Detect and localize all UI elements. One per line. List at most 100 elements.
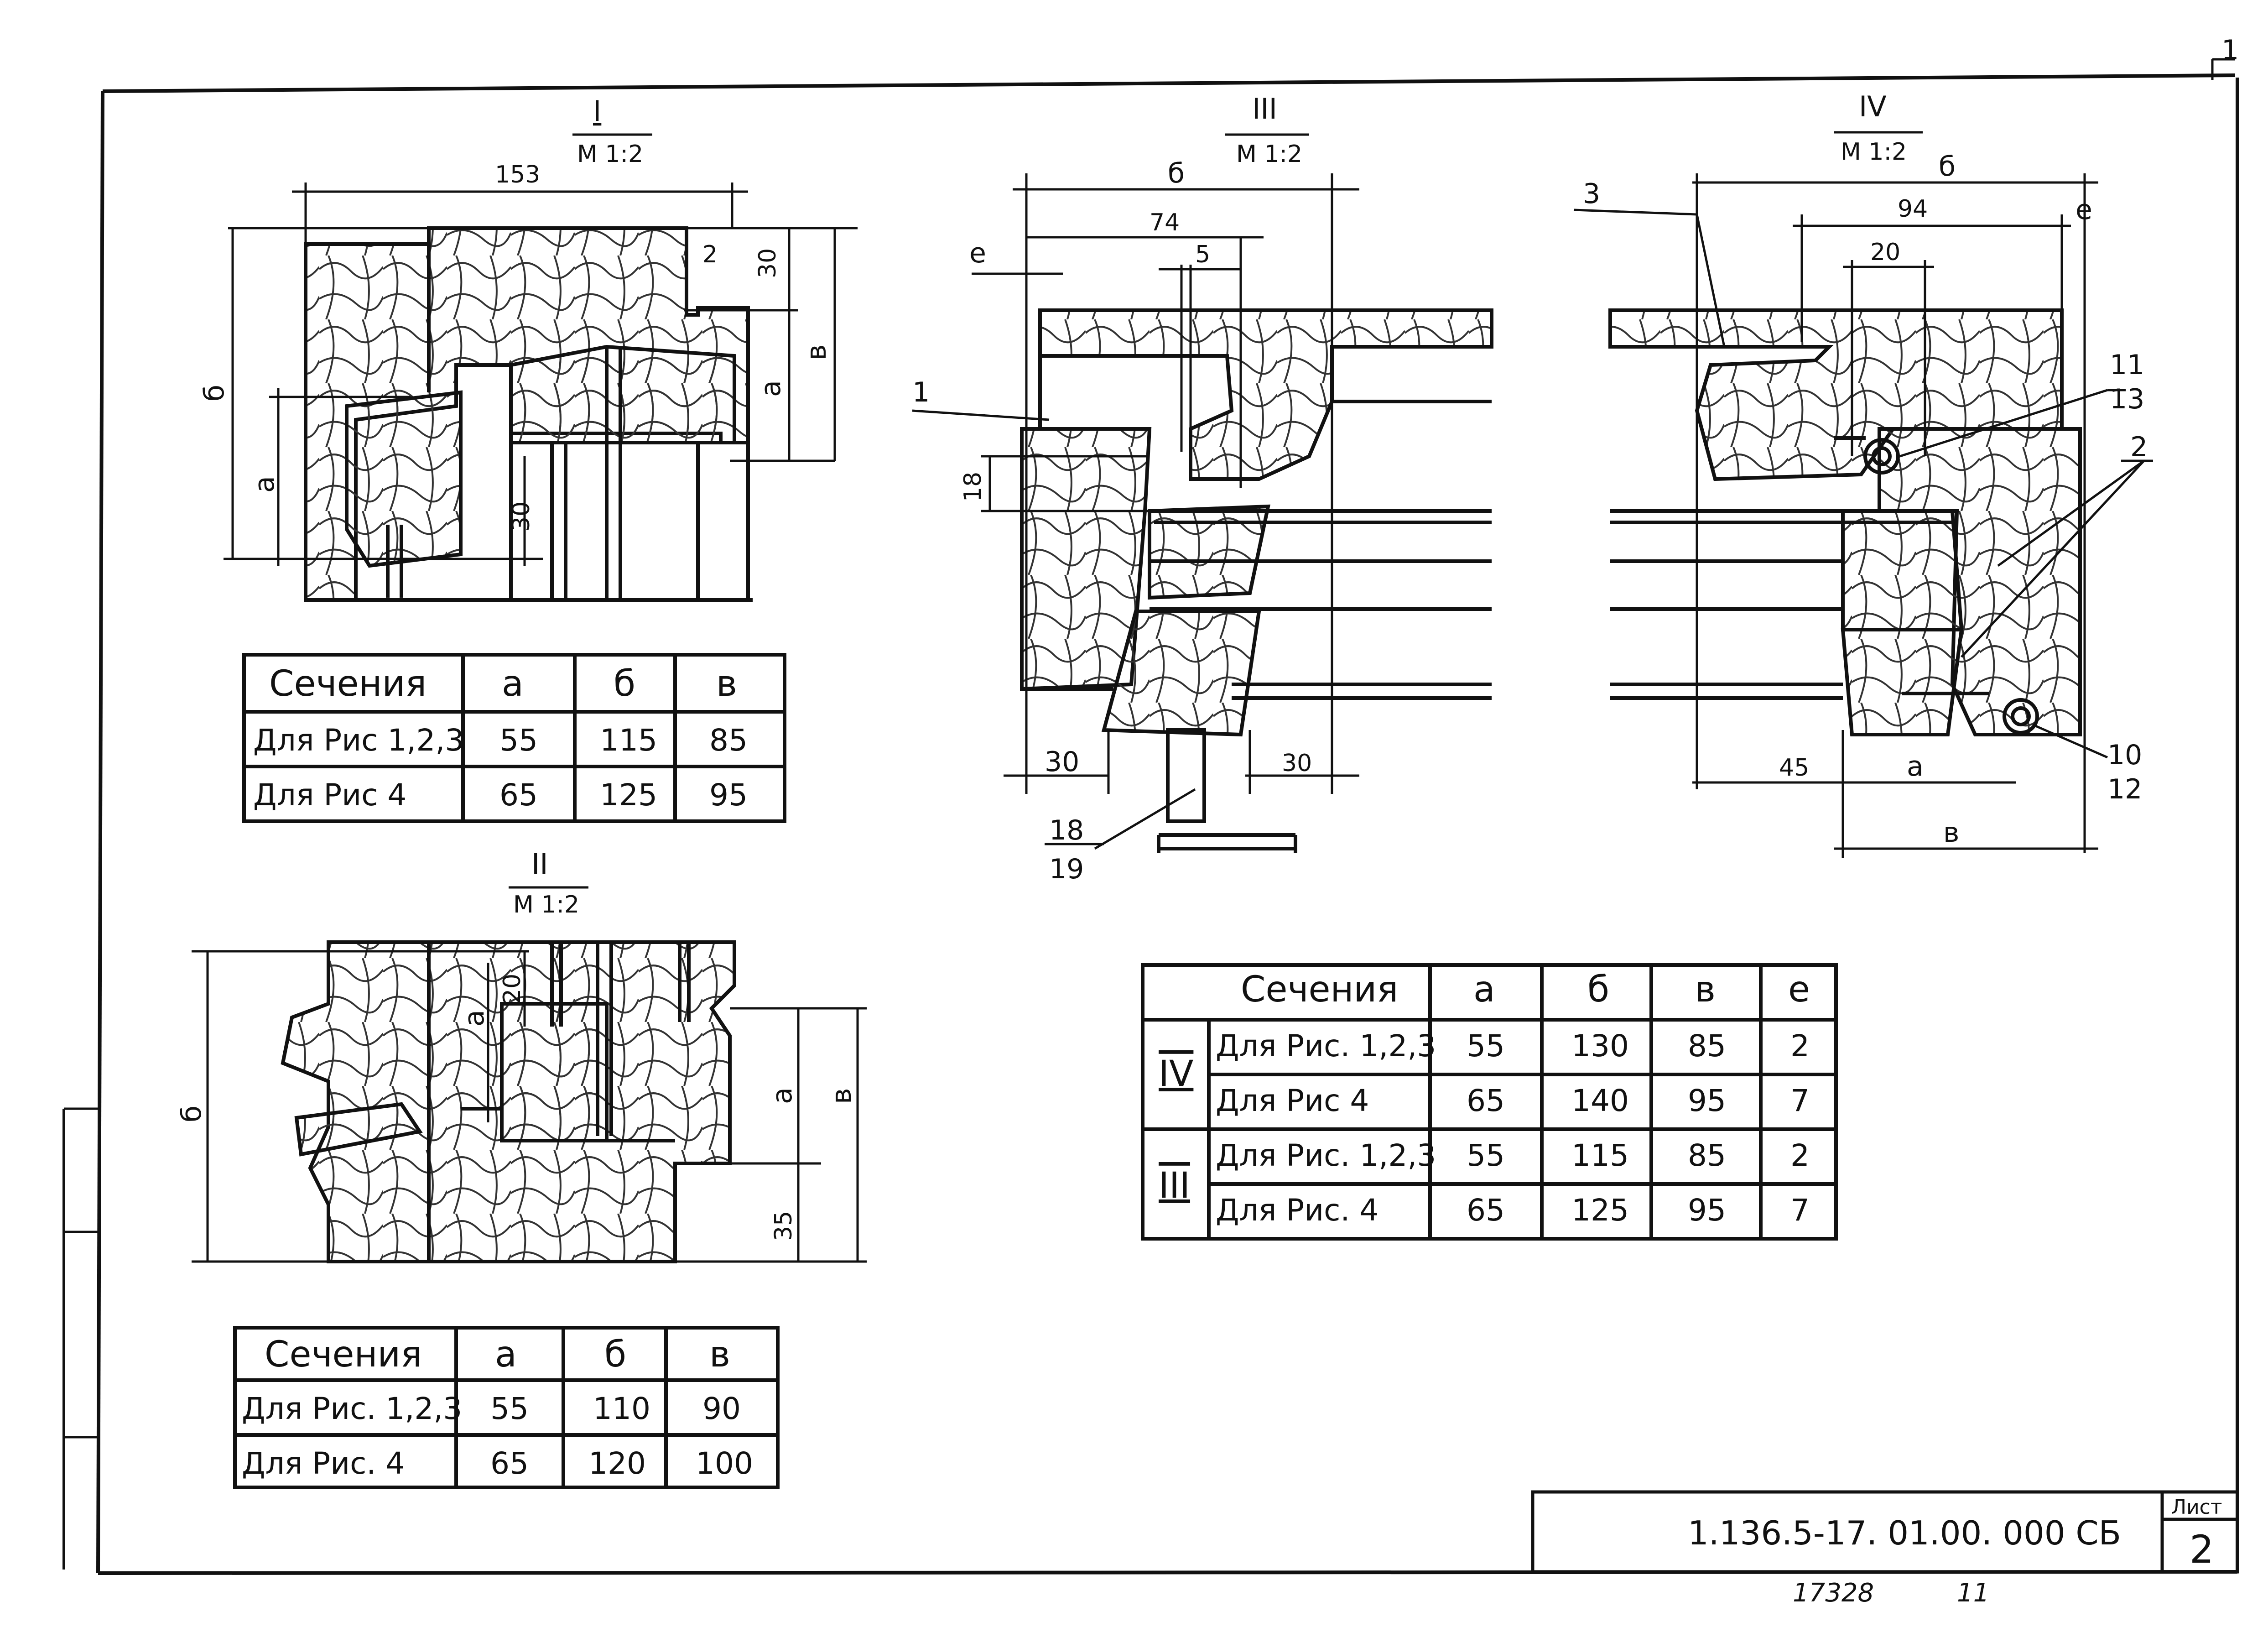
section-II-table-cell-0-1: 55 (490, 1391, 529, 1426)
section-III-callout-19: 19 (1049, 853, 1084, 885)
section-I-dim-a: а (249, 476, 281, 493)
archive-stamp-suffix: 11 (1957, 1578, 1989, 1608)
section-I-table-cell-0-0: Для Рис 1,2,3 (253, 723, 464, 758)
section-IV-dim-a: а (1907, 751, 1924, 782)
section-II-table-header-2: б (604, 1334, 626, 1375)
section-III-dim-e: е (969, 237, 986, 269)
section-III-dim-w5: 5 (1195, 241, 1210, 268)
table-III-IV-header-1: а (1473, 969, 1495, 1010)
table-III-IV-row-III-1-a: 65 (1467, 1193, 1505, 1228)
table-III-IV-header-4: е (1788, 969, 1810, 1010)
table-III-IV-row-III-0-a: 55 (1467, 1138, 1505, 1173)
section-II-dim-a: а (766, 1087, 798, 1104)
table-III-IV-group-IV: IV (1159, 1053, 1193, 1095)
table-III-IV-row-III-1-e: 7 (1790, 1193, 1810, 1228)
section-II-table-cell-1-3: 100 (696, 1446, 753, 1481)
section-IV-callout-3: 3 (1583, 178, 1600, 210)
section-I-dim-top: 30 (754, 248, 781, 278)
table-III-IV-row-IV-0-v: 85 (1688, 1028, 1726, 1064)
section-I-table-header-2: б (614, 663, 635, 704)
section-I-drawing: I М 1:2 (198, 94, 858, 602)
section-I-table-cell-1-1: 65 (499, 777, 538, 813)
table-III-IV-row-IV-1-label: Для Рис 4 (1216, 1083, 1369, 1118)
section-IV-dim-v: в (1943, 817, 1959, 849)
table-III-IV-row-III-1-b: 125 (1571, 1193, 1629, 1228)
section-I-dim-a-right: а (755, 380, 787, 397)
section-III-callout-18: 18 (1049, 814, 1084, 846)
section-I-table-cell-0-3: 85 (709, 723, 748, 758)
section-I-dim-overall: 153 (495, 161, 540, 188)
section-III-dim-h18: 18 (959, 472, 987, 502)
section-II-table-header-0: Сечения (265, 1334, 422, 1375)
section-IV-dim-w45: 45 (1779, 754, 1809, 782)
section-II-table-cell-0-2: 110 (593, 1391, 650, 1426)
section-II-table-cell-0-0: Для Рис. 1,2,3 (242, 1391, 462, 1426)
section-II-dim-b: б (176, 1106, 208, 1122)
section-I-table-cell-0-2: 115 (600, 723, 657, 758)
section-IV-drawing: IV М 1:2 (1573, 90, 2153, 858)
section-II-title: II (531, 847, 548, 881)
table-III-IV-row-III-1-v: 95 (1688, 1193, 1726, 1228)
table-III-IV-row-IV-0-label: Для Рис. 1,2,3 (1216, 1028, 1436, 1064)
archive-stamp: 17328 (1793, 1578, 1874, 1608)
table-III-IV-row-III-0-b: 115 (1571, 1138, 1629, 1173)
table-III-IV-row-IV-1-b: 140 (1571, 1083, 1629, 1118)
section-I-dim-lower: 30 (508, 501, 535, 532)
section-IV-dim-w20: 20 (1870, 239, 1900, 266)
section-II-dim-small: 20 (499, 974, 526, 1004)
section-II-dim-v: в (826, 1088, 858, 1104)
section-II-table-cell-1-0: Для Рис. 4 (242, 1446, 405, 1481)
table-III-IV-row-IV-1-e: 7 (1790, 1083, 1810, 1118)
section-I-table-header-0: Сечения (269, 663, 427, 704)
section-II-table-header-1: а (495, 1334, 517, 1375)
section-III-dim-b: б (1168, 157, 1185, 189)
section-IV-callout-12: 12 (2107, 773, 2142, 805)
section-IV-callout-10: 10 (2107, 739, 2142, 771)
section-I-table-header-1: а (502, 663, 524, 704)
section-III-title: III (1252, 92, 1277, 125)
section-II-table-header-3: в (709, 1334, 730, 1375)
section-II-table-cell-1-1: 65 (490, 1446, 529, 1481)
section-IV-dim-b: б (1939, 151, 1956, 183)
section-I-table: Сечения а б в Для Рис 1,2,3 55 115 85 Дл… (242, 653, 786, 823)
table-III-IV-row-IV-0-b: 130 (1571, 1028, 1629, 1064)
table-III-IV-row-III-0-e: 2 (1790, 1138, 1810, 1173)
section-I-dim-b: б (198, 385, 230, 402)
table-III-IV-row-III-0-label: Для Рис. 1,2,3 (1216, 1138, 1436, 1173)
table-III-IV-header-3: в (1695, 969, 1716, 1010)
section-I-dim-v: в (801, 344, 832, 360)
table-III-IV-row-IV-0-e: 2 (1790, 1028, 1810, 1064)
section-I-table-cell-1-2: 125 (600, 777, 657, 813)
sheet-list-label: Лист (2171, 1496, 2222, 1519)
section-III-dim-w74: 74 (1150, 209, 1180, 236)
section-II-drawing: II М 1:2 (176, 847, 867, 1263)
corner-mark: 1 (2221, 34, 2239, 66)
section-IV-callout-11: 11 (2110, 349, 2144, 381)
section-IV-scale: М 1:2 (1841, 138, 1907, 166)
section-I-table-cell-0-1: 55 (499, 723, 538, 758)
section-II-scale: М 1:2 (513, 891, 579, 918)
section-III-drawing: III М 1:2 (912, 92, 1493, 885)
sheet-list-number: 2 (2190, 1527, 2214, 1572)
section-II-table: Сечения а б в Для Рис. 1,2,3 55 110 90 Д… (233, 1326, 780, 1489)
table-III-IV-row-III-0-v: 85 (1688, 1138, 1726, 1173)
section-I-table-cell-1-3: 95 (709, 777, 748, 813)
section-II-dim-a-left: а (458, 1010, 490, 1027)
section-IV-callout-13: 13 (2110, 383, 2144, 415)
table-III-IV-row-III-1-label: Для Рис. 4 (1216, 1193, 1378, 1228)
section-III-scale: М 1:2 (1236, 141, 1302, 168)
section-II-table-cell-0-3: 90 (702, 1391, 741, 1426)
section-I-table-header-3: в (716, 663, 737, 704)
section-III-dim-w30r: 30 (1282, 750, 1312, 777)
section-II-table-cell-1-2: 120 (588, 1446, 646, 1481)
table-III-IV-header-2: б (1587, 969, 1609, 1010)
table-III-IV-row-IV-0-a: 55 (1467, 1028, 1505, 1064)
section-I-dim-gap: 2 (702, 241, 718, 268)
section-I-table-cell-1-0: Для Рис 4 (253, 777, 406, 813)
section-IV-dim-w94: 94 (1898, 195, 1928, 223)
section-I-title: I (593, 94, 601, 128)
table-III-IV-header-0: Сечения (1241, 969, 1398, 1010)
section-IV-callout-2: 2 (2130, 431, 2148, 463)
